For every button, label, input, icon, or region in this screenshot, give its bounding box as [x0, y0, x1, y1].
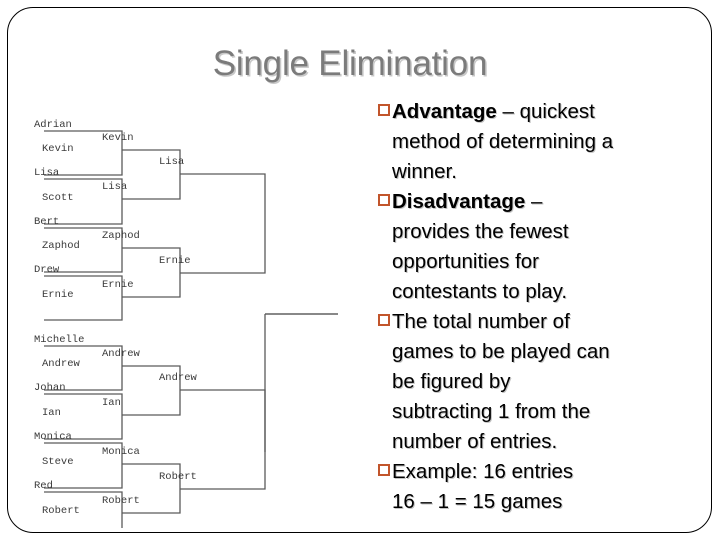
- square-bullet-icon: [378, 314, 390, 326]
- bracket-label: Andrew: [159, 372, 198, 384]
- bullet-text: Example: 16 entries: [392, 457, 696, 487]
- bullet-wrap-line: method of determining a: [392, 130, 614, 153]
- bullet-rest: The total number of: [392, 310, 570, 333]
- bullet-wrap-line: games to be played can: [392, 340, 610, 363]
- bracket-label: Steve: [42, 456, 74, 468]
- bracket-final-connector: [264, 313, 338, 452]
- bullet-wrap-line: number of entries.: [392, 430, 558, 453]
- bracket-label: Scott: [42, 192, 74, 204]
- list-item: Advantage – quickest: [378, 97, 696, 127]
- page-title: Single Elimination: [212, 44, 488, 83]
- list-item: Disadvantage –: [378, 187, 696, 217]
- bracket-match-r1-2: [44, 178, 123, 225]
- bullet-wrap-line: winner.: [392, 160, 457, 183]
- bracket-match-r3-1: [180, 173, 266, 274]
- bullet-wrap-line: be figured by: [392, 370, 511, 393]
- bracket-label: Monica: [102, 446, 140, 458]
- bracket-match-r1-4: [44, 275, 123, 321]
- bracket-match-r1-5: [44, 345, 123, 391]
- bullet-rest: – quickest: [496, 100, 595, 123]
- bracket-label: Kevin: [42, 143, 74, 155]
- bracket-label: Robert: [102, 495, 140, 507]
- bracket-label: Lisa: [159, 156, 184, 168]
- list-item: The total number of: [378, 307, 696, 337]
- bullet-text: Disadvantage –: [392, 187, 696, 217]
- bullet-text: Advantage – quickest: [392, 97, 696, 127]
- square-bullet-icon: [378, 104, 390, 116]
- bracket-label: Bert: [34, 216, 59, 228]
- bracket-label: Ernie: [159, 255, 191, 267]
- bracket-match-r1-3: [44, 227, 123, 273]
- bullet-wrap-line: subtracting 1 from the: [392, 400, 591, 423]
- single-elimination-bracket: Adrian Kevin Lisa Scott Bert Zaphod Drew…: [22, 103, 352, 528]
- bullet-rest: Example: 16 entries: [392, 460, 574, 483]
- bracket-match-r1-7: [44, 442, 123, 489]
- bracket-match-r1-1: [44, 130, 123, 176]
- bullet-wrap-line: opportunities for: [392, 250, 540, 273]
- bracket-label: Johan: [34, 382, 66, 394]
- bracket-label: Ian: [42, 407, 61, 419]
- bracket-label: Lisa: [102, 181, 127, 193]
- bracket-label: Andrew: [102, 348, 141, 360]
- bracket-label: Kevin: [102, 132, 134, 144]
- bracket-label: Zaphod: [102, 230, 140, 242]
- bracket-label: Red: [34, 480, 53, 492]
- bullet-text: The total number of: [392, 307, 696, 337]
- square-bullet-icon: [378, 194, 390, 206]
- square-bullet-icon: [378, 464, 390, 476]
- bullet-strong: Disadvantage: [392, 190, 526, 213]
- bracket-label: Robert: [42, 505, 80, 517]
- bracket-match-r1-8: [44, 491, 123, 528]
- bracket-label: Lisa: [34, 167, 59, 179]
- bullet-rest: –: [525, 190, 543, 213]
- bracket-label: Ian: [102, 397, 121, 409]
- bullet-strong: Advantage: [392, 100, 497, 123]
- bracket-label: Drew: [34, 264, 60, 276]
- bracket-label: Adrian: [34, 119, 72, 131]
- bullet-wrap-line: 16 – 1 = 15 games: [392, 490, 563, 513]
- list-item: Example: 16 entries: [378, 457, 696, 487]
- bracket-label: Monica: [34, 431, 72, 443]
- bullet-wrap-line: provides the fewest: [392, 220, 569, 243]
- bracket-match-r1-6: [44, 393, 123, 440]
- bracket-label: Ernie: [42, 289, 74, 301]
- bracket-label: Andrew: [42, 358, 81, 370]
- bracket-label: Ernie: [102, 279, 134, 291]
- bracket-label: Robert: [159, 471, 197, 483]
- slide-body: Advantage – quickest method of determini…: [378, 97, 696, 517]
- bracket-label: Zaphod: [42, 240, 80, 252]
- bullet-wrap-line: contestants to play.: [392, 280, 568, 303]
- bracket-label: Michelle: [34, 334, 84, 346]
